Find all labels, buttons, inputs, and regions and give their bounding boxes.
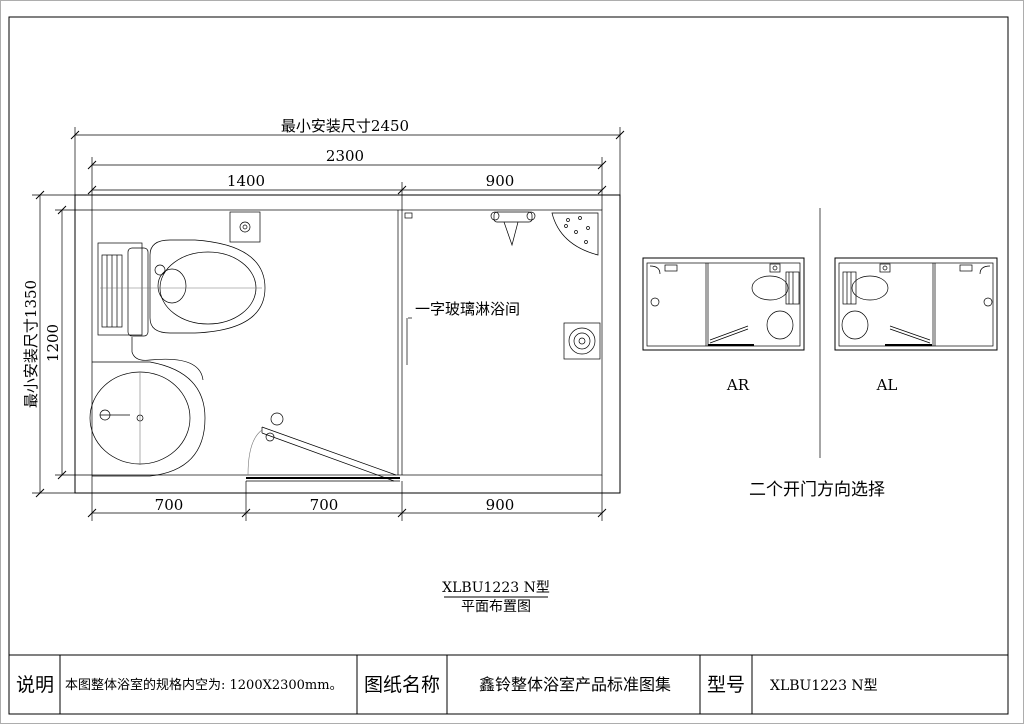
footer-model-label: 型号 [707, 674, 745, 696]
dimension-lines [32, 127, 625, 521]
drawing-subtitle: 平面布置图 [461, 599, 531, 615]
footer-model-value: XLBU1223 N型 [770, 678, 878, 694]
footer-name-label: 图纸名称 [364, 674, 440, 696]
model-title: XLBU1223 N型 [442, 580, 550, 596]
toilet-icon [100, 239, 266, 334]
dim-bottom-2: 700 [310, 496, 339, 514]
shower-door [246, 412, 400, 482]
variants-caption: 二个开门方向选择 [749, 480, 885, 500]
dim-overall-height: 最小安装尺寸1350 [22, 280, 40, 408]
dim-bottom-3: 900 [486, 496, 515, 514]
basin-icon [89, 361, 206, 477]
outer-wall [74, 194, 621, 494]
drawing-frame [8, 16, 1009, 715]
main-floor-plan: 一字玻璃淋浴间 [74, 194, 621, 494]
dim-overall-width: 最小安装尺寸2450 [281, 117, 409, 135]
floor-drain [229, 211, 261, 243]
shower-label: 一字玻璃淋浴间 [415, 300, 520, 318]
footer-title-block [9, 654, 1008, 714]
shower-drain-icon [563, 322, 601, 360]
variant-ar-label: AR [726, 376, 750, 394]
toilet-tank [97, 242, 143, 336]
footer-note-text: 本图整体浴室的规格内空为: 1200X2300mm。 [65, 677, 343, 693]
corner-shelf-icon [551, 212, 599, 256]
footer-name-value: 鑫铃整体浴室产品标准图集 [479, 675, 671, 694]
dim-bottom-1: 700 [155, 496, 184, 514]
dim-inner-width: 2300 [326, 147, 364, 165]
variant-al-plan [834, 257, 998, 351]
dim-right-top: 900 [486, 172, 515, 190]
variant-al-label: AL [876, 376, 898, 394]
shower-faucet-icon [490, 211, 536, 247]
inner-wall [91, 209, 603, 476]
variant-ar-plan [642, 257, 805, 351]
dim-inner-height: 1200 [44, 324, 62, 362]
footer-note-label: 说明 [16, 674, 54, 696]
dim-left-top: 1400 [227, 172, 265, 190]
